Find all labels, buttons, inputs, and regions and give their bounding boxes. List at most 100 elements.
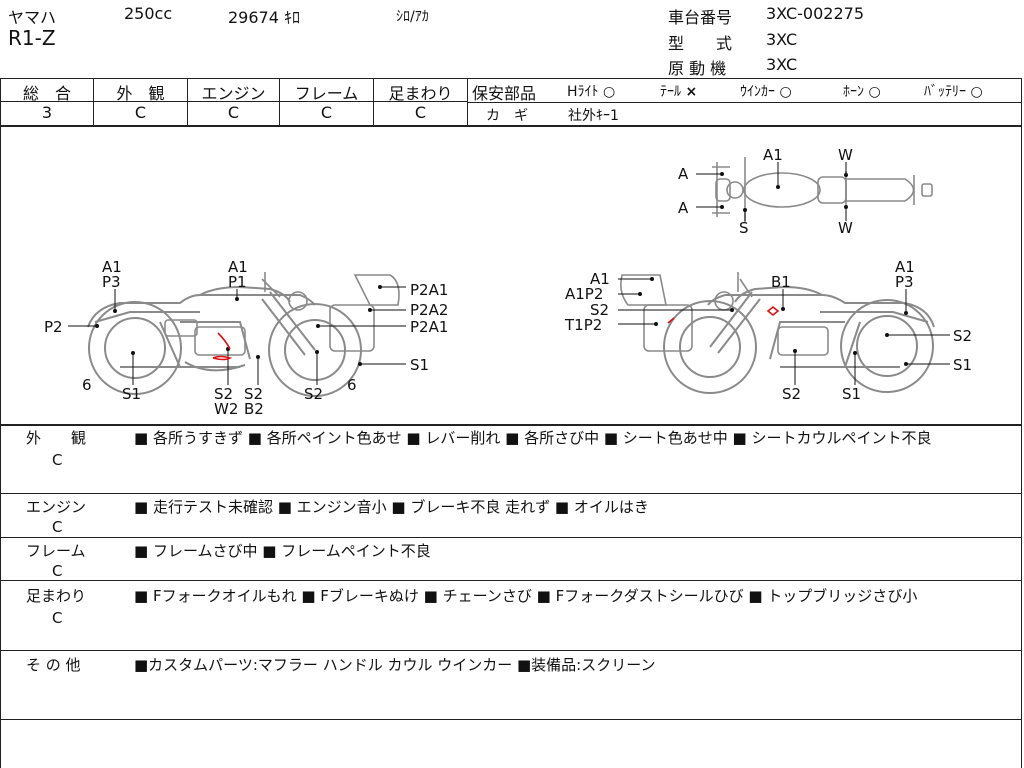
marker-label: P2 (44, 318, 63, 336)
comment-text: ■ フレームさび中 ■ フレームペイント不良 (134, 542, 431, 560)
type: 3XC (766, 30, 798, 49)
top-view-markers (696, 162, 848, 221)
safety-item-tail: ﾃｰﾙ × (660, 84, 698, 100)
marker-label: T1P2 (564, 316, 602, 334)
marker-label: A1P2 (565, 285, 603, 303)
safety-item-winker: ｳｲﾝｶｰ ○ (740, 84, 792, 100)
divider (0, 424, 1022, 426)
type-label: 型 式 (668, 34, 733, 53)
marker-label: S1 (122, 385, 141, 403)
comment-text: ■ 走行テスト未確認 ■ エンジン音小 ■ ブレーキ不良 走れず ■ オイルはき (134, 498, 649, 516)
divider (0, 580, 1022, 581)
marker-label: B1 (771, 273, 791, 291)
color: ｼﾛ/ｱｶ (396, 9, 429, 25)
marker-label: S2 (782, 385, 801, 403)
marker-label: P2A1 (410, 318, 448, 336)
divider (1021, 78, 1022, 768)
comment-grade: C (52, 518, 63, 536)
circle-mark-icon: ○ (602, 84, 616, 100)
comment-label: そ の 他 (26, 656, 81, 674)
grade-label: エンジン (201, 84, 266, 103)
cross-mark-icon: × (685, 84, 698, 100)
model: R1-Z (8, 26, 56, 50)
marker-label: S2 (953, 327, 972, 345)
divider (93, 78, 94, 126)
marker-label: P1 (228, 273, 247, 291)
marker-label: S1 (953, 356, 972, 374)
displacement: 250cc (124, 4, 173, 23)
marker-label: B2 (244, 400, 264, 418)
safety-item-battery: ﾊﾞｯﾃﾘｰ ○ (924, 84, 983, 100)
marker-label: S2 (244, 385, 263, 403)
comment-label: 足まわり (26, 587, 87, 605)
right-side-markers (618, 277, 950, 385)
divider (373, 78, 374, 126)
marker-label: P3 (102, 273, 121, 291)
comment-label: 外 観 (26, 429, 87, 447)
marker-label: S2 (590, 301, 609, 319)
marker-label: 6 (82, 376, 92, 394)
key-label: カ ギ (486, 108, 528, 124)
mileage: 29674 ｷﾛ (228, 8, 300, 27)
marker-label: A1 (228, 258, 248, 276)
frame-no: 3XC-002275 (766, 4, 864, 23)
right-side-bike-icon (620, 272, 935, 394)
marker-label: S1 (842, 385, 861, 403)
key-value: 社外ｷｰ1 (568, 108, 619, 124)
circle-mark-icon: ○ (779, 84, 792, 100)
comment-text: ■カスタムパーツ:マフラー ハンドル カウル ウインカー ■装備品:スクリーン (134, 656, 656, 674)
marker-label: P2A1 (410, 281, 448, 299)
marker-label: S (739, 219, 749, 237)
grade-label: 総 合 (22, 84, 71, 103)
grade-label: 外 観 (116, 84, 165, 103)
safety-item-horn: ﾎｰﾝ ○ (843, 84, 881, 100)
grade-value: C (320, 103, 333, 122)
divider (0, 78, 1022, 79)
divider (0, 493, 1022, 494)
safety-item-headlight: Hﾗｲﾄ ○ (567, 84, 616, 100)
divider (279, 78, 280, 126)
marker-label: A (678, 199, 689, 217)
marker-label: W (838, 146, 853, 164)
marker-label: 6 (347, 376, 357, 394)
maker: ヤマハ (8, 8, 57, 27)
marker-label: W2 (214, 400, 238, 418)
grade-value: 3 (41, 103, 53, 122)
comment-grade: C (52, 451, 63, 469)
marker-label: S1 (410, 356, 429, 374)
marker-label: P2A2 (410, 301, 448, 319)
comment-label: エンジン (26, 498, 87, 516)
divider (467, 102, 1022, 103)
grade-value: C (134, 103, 147, 122)
frame-no-label: 車台番号 (668, 8, 733, 27)
circle-mark-icon: ○ (970, 84, 983, 100)
damage-diagram: A1 W A A S W (44, 146, 972, 418)
divider (0, 125, 1022, 127)
comment-text: ■ 各所うすきず ■ 各所ペイント色あせ ■ レバー削れ ■ 各所さび中 ■ シ… (134, 429, 932, 447)
grade-label: フレーム (294, 84, 359, 103)
marker-label: S2 (304, 385, 323, 403)
comment-label: フレーム (26, 542, 86, 560)
comment-grade: C (52, 609, 63, 627)
marker-label: W (838, 219, 853, 237)
marker-label: S2 (214, 385, 233, 403)
divider (467, 78, 468, 126)
divider (0, 101, 467, 102)
divider (0, 537, 1022, 538)
divider (0, 78, 1, 768)
comment-text: ■ Fフォークオイルもれ ■ Fブレーキぬけ ■ チェーンさび ■ Fフォークダ… (134, 587, 918, 605)
left-side-markers (68, 285, 406, 385)
grade-value: C (414, 103, 427, 122)
grade-value: C (227, 103, 240, 122)
engine: 3XC (766, 55, 798, 74)
divider (0, 650, 1022, 651)
safety-label: 保安部品 (472, 84, 537, 103)
comment-grade: C (52, 562, 63, 580)
marker-label: A1 (763, 146, 783, 164)
divider (187, 78, 188, 126)
marker-label: A1 (895, 258, 915, 276)
engine-label: 原 動 機 (668, 59, 727, 78)
marker-label: A (678, 165, 689, 183)
grade-label: 足まわり (388, 84, 453, 103)
left-side-bike-icon (87, 272, 400, 397)
